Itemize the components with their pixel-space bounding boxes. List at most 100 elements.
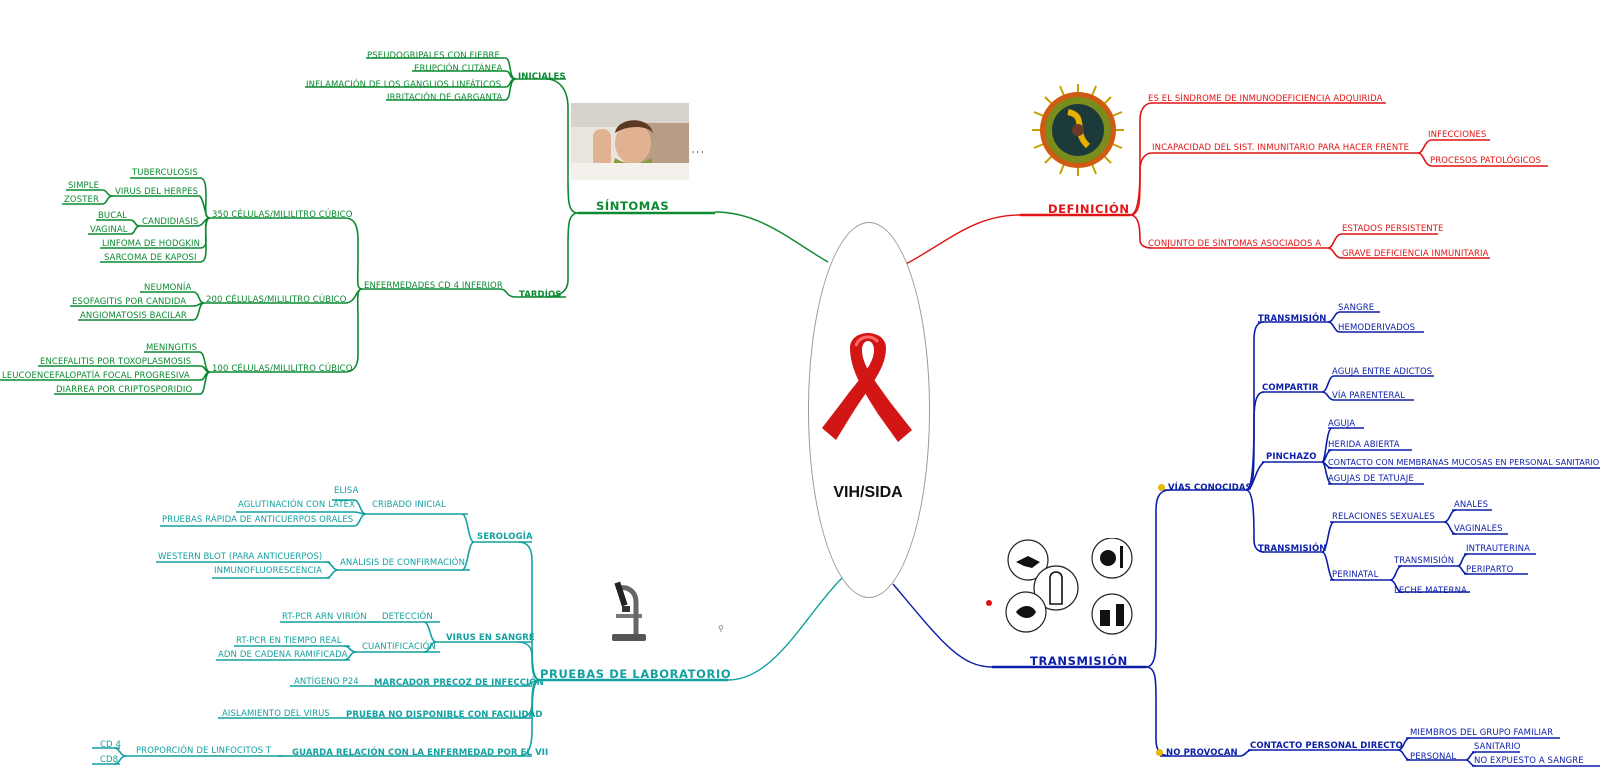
node-serologia: SEROLOGÍA (477, 532, 533, 542)
route-item: NO EXPUESTO A SANGRE (1474, 756, 1584, 766)
no-provocan-label: NO PROVOCAN (1166, 748, 1238, 758)
disease-item: VAGINAL (90, 225, 128, 235)
test-item: DETECCIÓN (382, 612, 433, 622)
disease-item: MENINGITIS (146, 343, 198, 353)
disease-item: NEUMONÍA (144, 283, 192, 293)
route-item: VAGINALES (1454, 524, 1503, 534)
bullet-icon (1158, 484, 1165, 491)
disease-item: SARCOMA DE KAPOSI (104, 253, 197, 263)
route-item: RELACIONES SEXUALES (1332, 512, 1435, 522)
test-item: ANÁLISIS DE CONFIRMACIÓN (340, 558, 466, 568)
route-item: VÍA PARENTERAL (1332, 391, 1405, 401)
disease-item: TUBERCULOSIS (132, 168, 198, 178)
definicion-lines (1020, 102, 1548, 259)
stop-dot (986, 600, 992, 606)
symptom-item: INFLAMACIÓN DE LOS GANGLIOS LINFÁTICOS (306, 80, 502, 90)
aids-ribbon-icon (822, 333, 912, 442)
definition-item: CONJUNTO DE SÍNTOMAS ASOCIADOS A (1148, 239, 1322, 249)
test-item: CD 4 (100, 740, 121, 750)
test-item: CRIBADO INICIAL (372, 500, 446, 510)
disease-item: VIRUS DEL HERPES (115, 187, 199, 197)
definition-item: ES EL SÍNDROME DE INMUNODEFICIENCIA ADQU… (1148, 94, 1383, 104)
route-item: SANGRE (1338, 303, 1375, 313)
route-item: HEMODERIVADOS (1338, 323, 1416, 333)
symptom-item: PSEUDOGRIPALES CON FIEBRE (367, 51, 501, 61)
node-marcador: MARCADOR PRECOZ DE INFECCIÓN (374, 678, 544, 688)
disease-item: SIMPLE (68, 181, 100, 191)
center-title: VIH/SIDA (833, 484, 903, 501)
test-item: RT-PCR ARN VIRIÓN (282, 612, 367, 622)
branch-pruebas: PRUEBAS DE LABORATORIO (540, 667, 732, 681)
disease-item: ESOFAGITIS POR CANDIDA (72, 297, 187, 307)
node-guarda: GUARDA RELACIÓN CON LA ENFERMEDAD POR EL… (292, 748, 549, 758)
test-item: WESTERN BLOT (PARA ANTICUERPOS) (158, 552, 323, 562)
test-item: RT-PCR EN TIEMPO REAL (236, 636, 342, 646)
vias-label: VÍAS CONOCIDAS (1168, 483, 1252, 493)
route-item: MIEMBROS DEL GRUPO FAMILIAR (1410, 728, 1554, 738)
definition-item: ESTADOS PERSISTENTE (1342, 224, 1444, 234)
route-item: CONTACTO CON MEMBRANAS MUCOSAS EN PERSON… (1328, 458, 1600, 467)
symptom-item: ERUPCIÓN CUTÁNEA (414, 64, 503, 74)
test-item: CUANTIFICACIÓN (362, 642, 436, 652)
node-cd4: ENFERMEDADES CD 4 INFERIOR (364, 281, 503, 291)
node-iniciales: INICIALES (518, 72, 566, 82)
node-compartir: COMPARTIR (1262, 383, 1319, 393)
definition-item: PROCESOS PATOLÓGICOS (1430, 156, 1542, 166)
route-item: SANITARIO (1474, 742, 1521, 752)
node-100: 100 CÉLULAS/MILILITRO CÚBICO (212, 364, 353, 374)
test-item: ADN DE CADENA RAMIFICADA (218, 650, 348, 660)
route-item: AGUJA ENTRE ADICTOS (1332, 367, 1433, 377)
node-virus-sangre: VIRUS EN SANGRE (446, 633, 535, 643)
pruebas-lines (92, 499, 728, 765)
test-item: ELISA (334, 486, 359, 496)
node-vias: VÍAS CONOCIDAS (1158, 483, 1252, 493)
connector-sintomas (714, 211, 829, 263)
transmision-lines (992, 311, 1600, 767)
disease-item: LEUCOENCEFALOPATÍA FOCAL PROGRESIVA (2, 371, 190, 381)
disease-item: LINFOMA DE HODGKIN (102, 239, 201, 249)
disease-item: BUCAL (98, 211, 128, 221)
route-item: PERIPARTO (1466, 565, 1514, 575)
definition-item: INFECCIONES (1428, 130, 1487, 140)
route-item: AGUJA (1328, 419, 1356, 429)
definition-item: INCAPACIDAD DEL SIST. INMUNITARIO PARA H… (1152, 143, 1410, 153)
node-200: 200 CÉLULAS/MILILITRO CÚBICO (206, 295, 347, 305)
connector-definicion (905, 214, 1021, 265)
branch-definicion: DEFINICIÓN (1048, 202, 1130, 216)
disease-item: ZOSTER (64, 195, 99, 205)
sintomas-lines (0, 57, 715, 395)
route-item: INTRAUTERINA (1466, 544, 1531, 554)
definition-item: GRAVE DEFICIENCIA INMUNITARIA (1342, 249, 1489, 259)
bullet-icon (1156, 749, 1163, 756)
branch-transmision: TRANSMISIÓN (1030, 654, 1128, 668)
node-pinchazo: PINCHAZO (1266, 452, 1317, 462)
route-item: AGUJAS DE TATUAJE (1328, 474, 1414, 484)
test-item: PROPORCIÓN DE LINFOCITOS T (136, 746, 272, 756)
decor-marks: ' ' ' (692, 150, 704, 159)
node-no-provocan: NO PROVOCAN (1156, 748, 1238, 758)
route-item: HERIDA ABIERTA (1328, 440, 1400, 450)
connector-pruebas (727, 577, 843, 681)
disease-item: ANGIOMATOSIS BACILAR (80, 311, 187, 321)
route-item: LECHE MATERNA (1394, 586, 1467, 596)
disease-item: DIARREA POR CRIPTOSPORIDIO (56, 385, 193, 395)
sick-person-photo (571, 103, 689, 180)
branch-sintomas: SÍNTOMAS (596, 199, 670, 213)
center-ellipse (808, 222, 930, 598)
virus-icon (1032, 84, 1124, 176)
test-item: CD8 (100, 755, 119, 765)
route-item: PERINATAL (1332, 570, 1379, 580)
node-tardios: TARDÍOS (519, 290, 562, 300)
node-transmision-1: TRANSMISIÓN (1258, 314, 1327, 324)
test-item: AISLAMIENTO DEL VIRUS (222, 709, 330, 719)
test-item: PRUEBAS RÁPIDA DE ANTICUERPOS ORALES (162, 515, 354, 525)
route-item: PERSONAL (1410, 752, 1457, 762)
zoom-mark-icon: ⚲ (718, 624, 724, 633)
test-item: AGLUTINACIÓN CON LÁTEX (238, 500, 356, 510)
node-350: 350 CÉLULAS/MILILITRO CÚBICO (212, 210, 353, 220)
test-item: INMUNOFLUORESCENCIA (214, 566, 323, 576)
disease-item: CANDIDIASIS (142, 217, 199, 227)
transmission-icons (1005, 538, 1133, 635)
node-transmision-2: TRANSMISIÓN (1258, 544, 1327, 554)
